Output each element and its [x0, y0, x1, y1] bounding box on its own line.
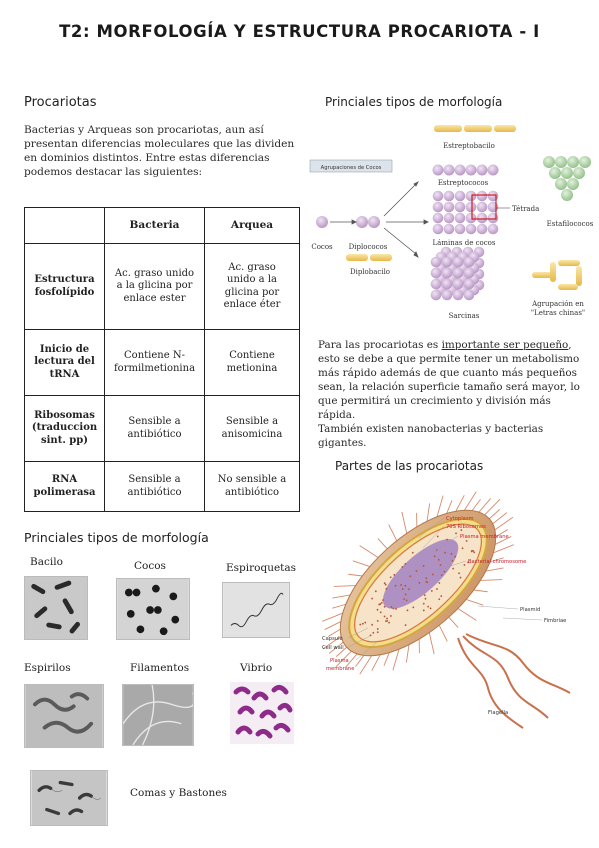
tamano-paragraph: Para las procariotas es importante ser p…: [318, 338, 593, 450]
diplobacilo-shape: [346, 254, 392, 261]
fimbriae-lines: [322, 491, 514, 675]
ribosomes-dots: [359, 529, 476, 637]
morphology-diagram: Agrupaciones de Cocos Estreptobacilo Est…: [309, 125, 594, 320]
morfologia-top-heading: Princiales tipos de morfología: [325, 95, 503, 109]
filamentos-image: [122, 684, 194, 746]
cell-body: [339, 509, 497, 657]
letras-chinas-label-1: Agrupación en: [531, 300, 584, 308]
label-plasma-bottom-2: membrane: [326, 666, 354, 672]
table-header-empty: [24, 207, 105, 244]
estafilococos-label: Estafilococos: [547, 220, 594, 228]
estreptococos-label: Estreptococos: [438, 179, 489, 187]
estreptococos-shape: [432, 164, 499, 176]
morfologia-bottom-heading: Princiales tipos de morfología: [24, 530, 209, 545]
label-flagella: Flagella: [488, 710, 508, 716]
label-plasma-top: Plasma membrane: [460, 534, 509, 540]
label-ribosomes: 70S Ribosomes: [446, 524, 486, 530]
vibrio-image: [230, 682, 294, 744]
caption-comas-bastones: Comas y Bastones: [130, 787, 227, 799]
para-line: en dominios distintos. Entre estas difer…: [24, 152, 270, 164]
tetrada-highlight: [471, 194, 497, 220]
caption-cocos: Cocos: [134, 560, 166, 572]
label-cellwall: Cell wall: [322, 645, 344, 651]
prokaryote-cell-diagram: Cytoplasm 70S Ribosomes Plasma membrane …: [322, 491, 571, 729]
caption-espirilos: Espirilos: [24, 662, 71, 674]
label-fimbriae: Fimbriae: [544, 618, 566, 624]
diplococos-label: Diplococos: [349, 243, 388, 251]
laminas-shape: [432, 190, 499, 235]
para-line: rápida.: [318, 409, 356, 421]
arrows: [330, 181, 429, 258]
para-line: que permitirá un crecimiento y división …: [318, 395, 551, 407]
diplococo-shape: [368, 216, 380, 228]
label-plasmid: Plasmid: [520, 607, 540, 613]
tetrada-label: Tétrada: [512, 205, 539, 213]
label-leader-lines: [347, 517, 543, 661]
estafilococos-shape: [543, 156, 591, 201]
letras-chinas-shape: [532, 260, 582, 290]
label-plasma-bottom-1: Plasma: [330, 658, 349, 664]
page-title: T2: MORFOLOGÍA Y ESTRUCTURA PROCARIOTA -…: [59, 22, 540, 41]
partes-heading: Partes de las procariotas: [335, 459, 484, 473]
para-line: podemos destacar las siguientes:: [24, 166, 203, 178]
procariotas-heading: Procariotas: [24, 95, 97, 110]
label-chromosome: Bacterial chromosome: [468, 559, 526, 565]
table-header-bacteria: Bacteria: [104, 207, 205, 244]
caption-bacilo: Bacilo: [30, 556, 63, 568]
para-line: presentan diferencias moleculares que la…: [24, 138, 295, 150]
coco-shape: [316, 216, 328, 228]
estreptobacilo-shape: [434, 125, 516, 132]
chromosome-shape: [382, 539, 459, 609]
letras-chinas-label-2: "Letras chinas": [531, 309, 585, 317]
diplobacilo-label: Diplobacilo: [350, 268, 390, 276]
cell-labels: Cytoplasm 70S Ribosomes Plasma membrane …: [322, 516, 566, 716]
diplococo-shape: [356, 216, 368, 228]
label-capsule: Capsule: [322, 636, 343, 642]
cell-bacteria: Contiene N-formilmetionina: [104, 329, 205, 396]
para-line: Para las procariotas es importante ser p…: [318, 339, 572, 351]
sarcinas-label: Sarcinas: [449, 312, 480, 320]
table-header-arquea: Arquea: [204, 207, 300, 244]
caption-vibrio: Vibrio: [240, 662, 273, 674]
cocos-image: [116, 578, 190, 640]
para-line: esto se debe a que permite tener un meta…: [318, 353, 580, 365]
espiroquetas-image: [222, 582, 290, 638]
para-line: más rápido además de que cuanto más pequ…: [318, 367, 577, 379]
diagram-header-box: [309, 159, 393, 173]
table-header-row: Bacteria Arquea: [24, 207, 300, 244]
sarcinas-shape: [430, 246, 485, 301]
cocos-label: Cocos: [311, 243, 333, 251]
procariotas-paragraph: Bacterias y Arqueas son procariotas, aun…: [24, 123, 314, 179]
estreptobacilo-label: Estreptobacilo: [443, 142, 495, 150]
comas-bastones-image: [30, 770, 108, 826]
label-cytoplasm: Cytoplasm: [446, 516, 474, 522]
espirilos-image: [24, 684, 104, 748]
diagram-header-label: Agrupaciones de Cocos: [321, 165, 382, 171]
para-line: Bacterias y Arqueas son procariotas, aun…: [24, 124, 264, 136]
laminas-label: Láminas de cocos: [433, 239, 496, 247]
para-line: sean, la relación superficie tamaño será…: [318, 381, 580, 393]
flagella-lines: [457, 633, 571, 729]
caption-filamentos: Filamentos: [130, 662, 190, 674]
caption-espiroquetas: Espiroquetas: [226, 562, 297, 574]
bacilo-image: [24, 576, 88, 640]
para-line: También existen nanobacterias y bacteria…: [318, 423, 544, 449]
